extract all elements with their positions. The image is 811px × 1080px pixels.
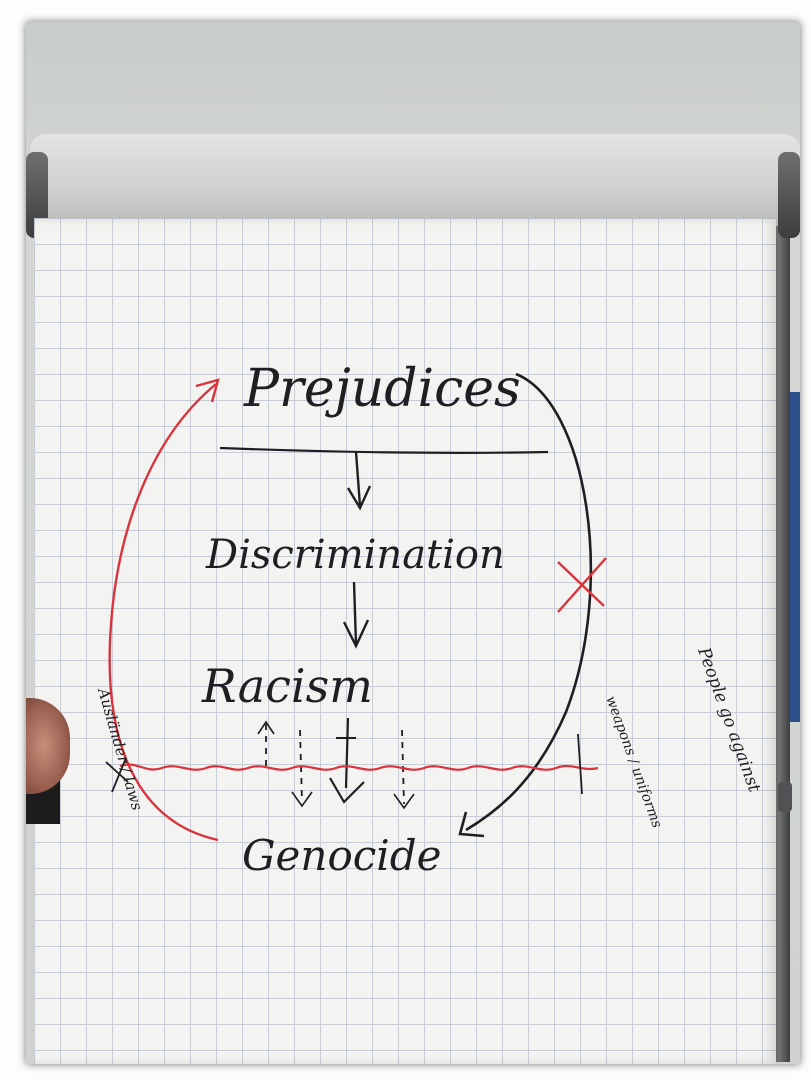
curved-arrow-right xyxy=(465,372,593,832)
red-curved-arrow-left xyxy=(108,383,219,842)
arrow-head-3 xyxy=(329,777,365,804)
word-prejudices: Prejudices xyxy=(243,359,521,419)
dashed-arrow-right xyxy=(401,729,405,805)
arrow-down-1 xyxy=(354,451,362,507)
curved-arrow-right-head xyxy=(458,811,485,838)
arrow-down-2 xyxy=(352,581,358,645)
red-cross-b xyxy=(557,557,607,613)
flipchart-roller xyxy=(30,134,800,226)
dashed-arrow-right-head xyxy=(393,793,415,810)
note-right-1: People go against xyxy=(693,644,764,795)
handwriting-layer xyxy=(105,372,607,842)
word-discrimination: Discrimination xyxy=(205,532,505,578)
red-cross-a xyxy=(557,561,605,607)
roller-cap-left xyxy=(26,152,48,238)
word-racism: Racism xyxy=(201,659,373,713)
arrow-head-2 xyxy=(342,619,370,649)
note-right-2: weapons / uniforms xyxy=(602,694,665,830)
separator-line xyxy=(219,446,549,454)
flipchart-photo: Prejudices Discrimination Racism Genocid… xyxy=(26,22,800,1064)
right-bar xyxy=(577,733,583,795)
note-left: Ausländer / laws xyxy=(94,684,147,812)
roller-cap-right xyxy=(778,152,800,238)
red-wavy-line xyxy=(119,763,599,771)
handwritten-words: Prejudices Discrimination Racism Genocid… xyxy=(94,359,765,880)
dashed-arrow-left-head xyxy=(257,720,275,735)
arrow-head-1 xyxy=(346,485,372,511)
grid-paper-sheet xyxy=(34,218,776,1064)
left-cross xyxy=(105,757,129,793)
dashed-arrow-mid-head xyxy=(291,791,313,808)
red-curved-arrow-head xyxy=(195,378,220,403)
arrow-down-3 xyxy=(344,717,350,789)
stand-knob xyxy=(778,782,792,812)
word-genocide: Genocide xyxy=(242,831,441,880)
